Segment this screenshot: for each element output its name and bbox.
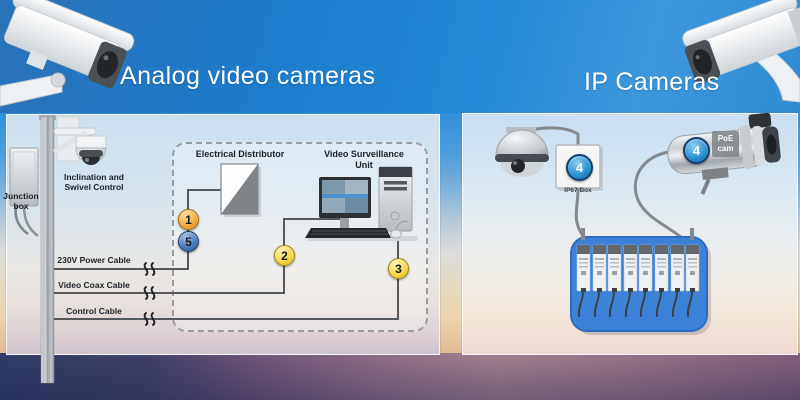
analog-section-title: Analog video cameras (120, 62, 376, 90)
electrical-distributor-symbol (220, 163, 261, 217)
electrical-distributor-label: Electrical Distributor (195, 149, 285, 159)
video-surveillance-unit-label: Video Surveillance Unit (324, 149, 404, 170)
sunset-background-bottom (0, 353, 800, 400)
power-cable-label: 230V Power Cable (57, 255, 131, 265)
poe-cam-label: PoE cam (712, 131, 739, 157)
poe-camera (633, 112, 781, 242)
poe-switch-box (570, 228, 711, 335)
marker-4-ip67-box: 4 (566, 154, 593, 181)
cable-break-icon (143, 262, 156, 326)
junction-box-label: Junction box (3, 191, 39, 212)
ip67-box-label: IP67 Box (564, 187, 592, 194)
ip-bullet-camera (682, 0, 800, 103)
marker-1: 1 (178, 209, 199, 230)
ip-section-title: IP Cameras (584, 68, 720, 96)
marker-4-poe-cam: 4 (683, 137, 710, 164)
marker-3: 3 (388, 258, 409, 279)
surveillance-workstation (305, 166, 418, 241)
ptz-dome-camera (52, 127, 107, 165)
analog-bullet-camera (0, 0, 135, 107)
sky-background-top (0, 0, 800, 113)
inclination-swivel-label: Inclination and Swivel Control (64, 172, 124, 193)
camera-pole (9, 115, 107, 384)
marker-5: 5 (178, 231, 199, 252)
junction-box (9, 147, 39, 237)
coax-cable-label: Video Coax Cable (58, 280, 130, 290)
control-cable-label: Control Cable (66, 306, 122, 316)
ip-dome-camera (495, 126, 580, 177)
marker-2: 2 (274, 245, 295, 266)
